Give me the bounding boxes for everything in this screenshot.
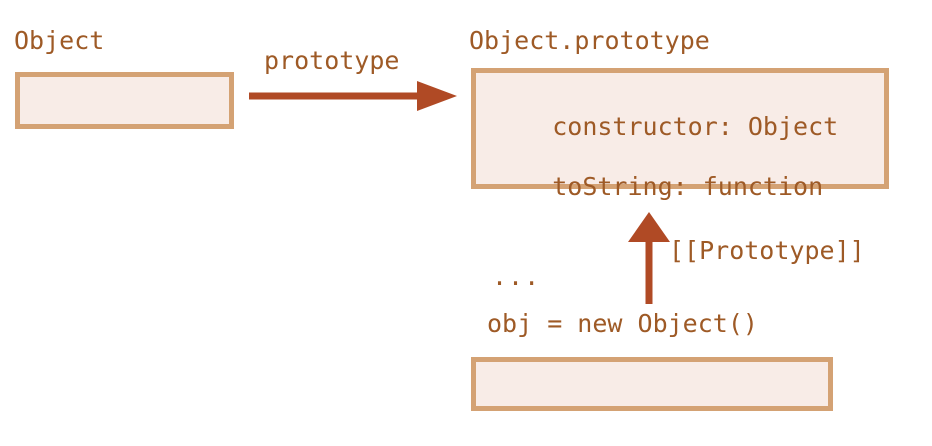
prototype-link-arrow-icon bbox=[628, 212, 670, 304]
object-prototype-node-title: Object.prototype bbox=[469, 26, 710, 55]
property-line-tostring: toString: function bbox=[552, 172, 824, 201]
object-prototype-properties: constructor: Object toString: function .… bbox=[492, 82, 838, 352]
obj-node-title: obj = new Object() bbox=[487, 309, 758, 338]
prototype-arrow-icon bbox=[249, 81, 457, 111]
object-prototype-node-box bbox=[471, 68, 889, 189]
obj-node-box bbox=[471, 357, 833, 411]
object-node-box bbox=[15, 72, 234, 129]
property-line-constructor: constructor: Object bbox=[552, 112, 839, 141]
object-node-title: Object bbox=[14, 26, 105, 55]
prototype-edge-label: prototype bbox=[264, 46, 400, 75]
property-line-ellipsis: ... bbox=[492, 262, 541, 291]
prototype-link-edge-label: [[Prototype]] bbox=[669, 236, 865, 265]
